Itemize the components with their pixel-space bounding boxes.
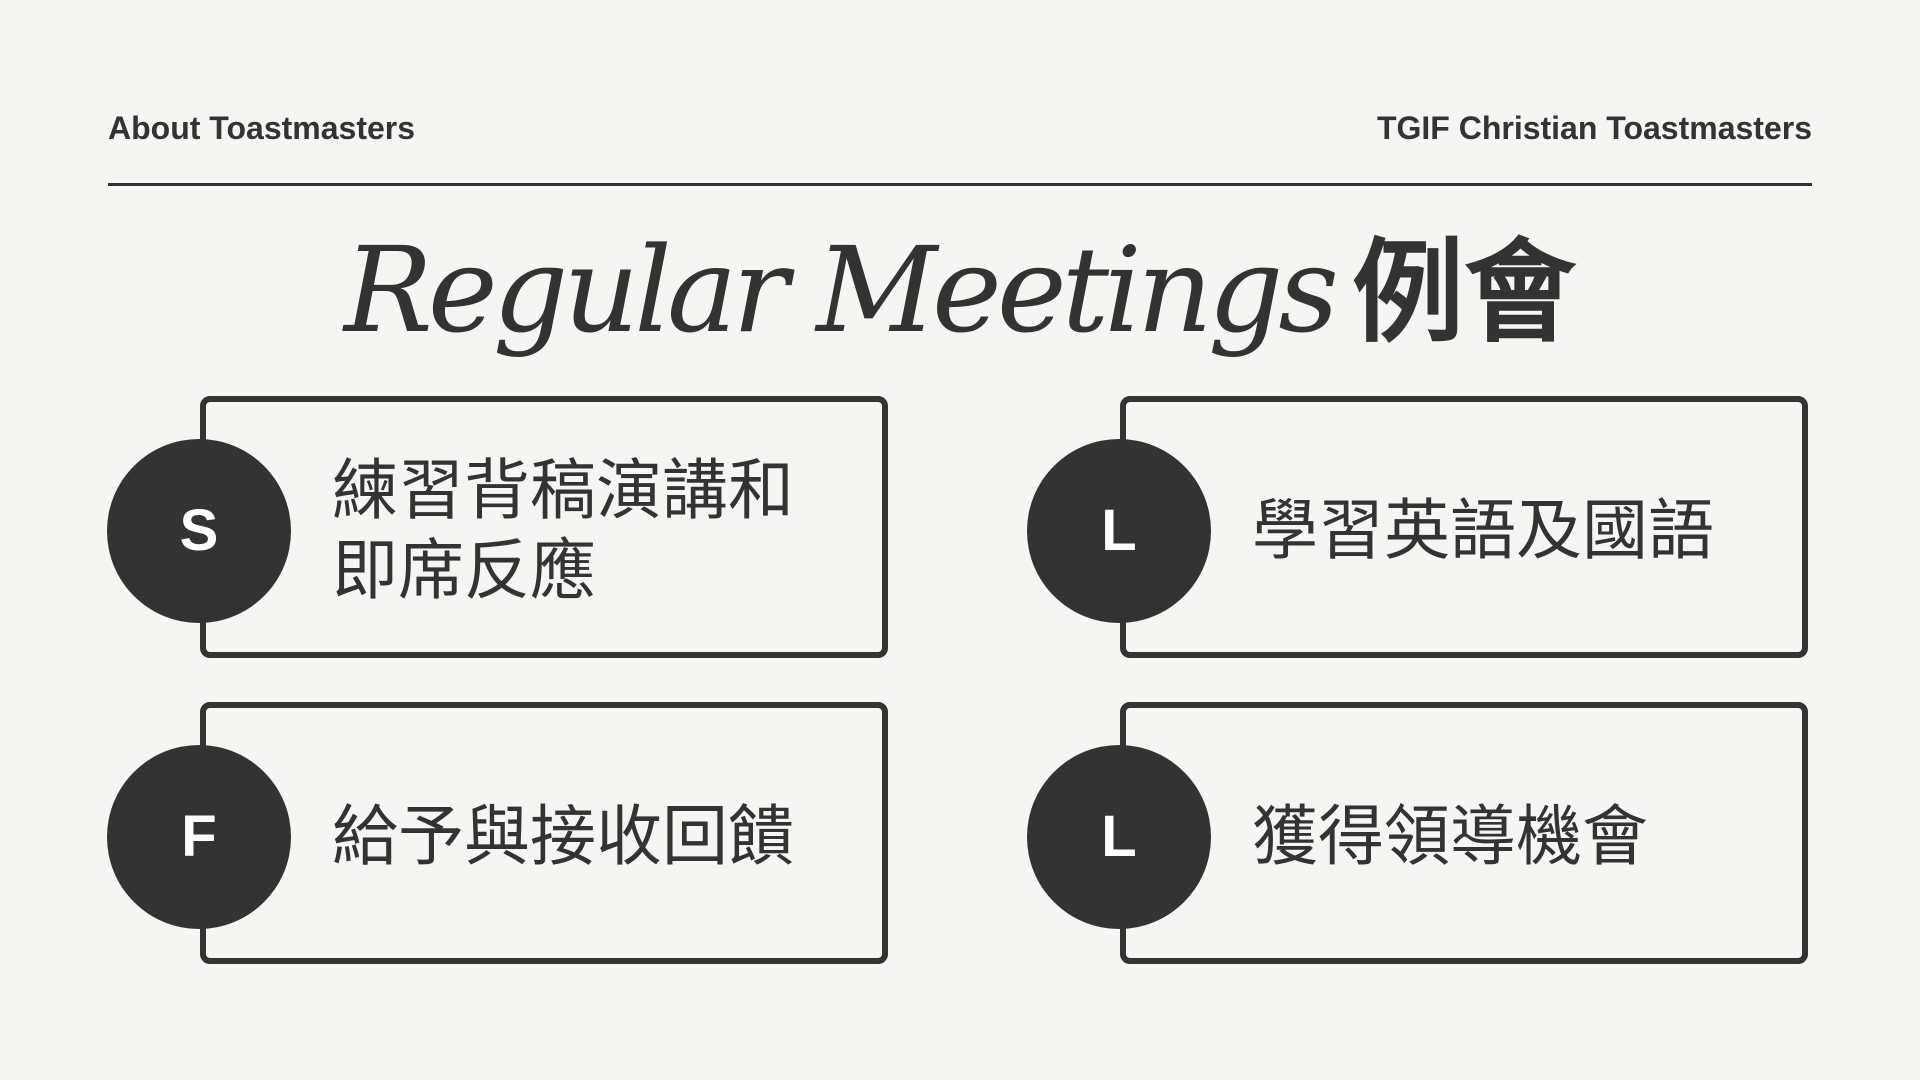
card-leadership-letter-badge: L — [1027, 745, 1211, 929]
card-speaking-letter-badge: S — [107, 439, 291, 623]
card-language-letter: L — [1101, 498, 1137, 563]
card-leadership — [1120, 702, 1808, 964]
card-language-text: 學習英語及國語 — [1252, 492, 1714, 569]
card-language — [1120, 396, 1808, 658]
page-title-chinese: 例會 — [1351, 228, 1576, 358]
card-speaking-letter: S — [179, 498, 219, 563]
page-title-english: Regular Meetings — [344, 221, 1339, 359]
card-leadership-letter: L — [1101, 804, 1137, 869]
header-right-label: TGIF Christian Toastmasters — [1376, 110, 1812, 146]
card-feedback-letter: F — [181, 804, 217, 869]
card-feedback-text: 給予與接收回饋 — [332, 798, 794, 875]
card-leadership-text: 獲得領導機會 — [1252, 798, 1648, 875]
card-feedback — [200, 702, 888, 964]
card-language-letter-badge: L — [1027, 439, 1211, 623]
card-speaking — [200, 396, 888, 658]
card-speaking-text: 練習背稿演講和 即席反應 — [332, 452, 794, 609]
card-feedback-letter-badge: F — [107, 745, 291, 929]
header-divider — [108, 183, 1812, 186]
header-left-label: About Toastmasters — [108, 110, 416, 146]
